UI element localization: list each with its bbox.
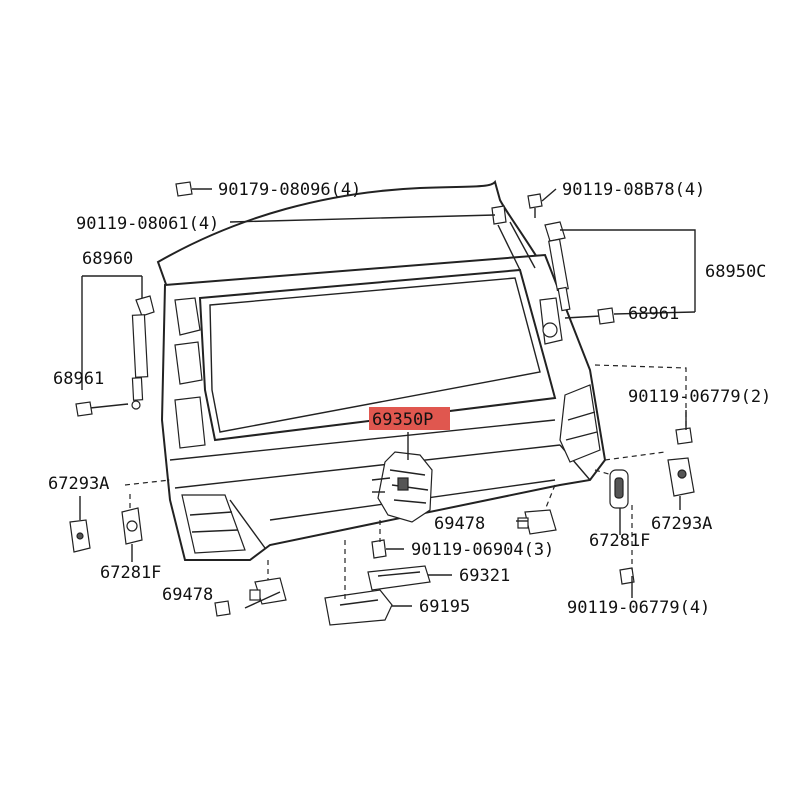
label-90119-08061: 90119-08061(4) [76, 214, 219, 234]
label-67281f-left: 67281F [100, 563, 161, 583]
label-69321: 69321 [459, 566, 510, 586]
label-69350p: 69350P [372, 410, 433, 430]
label-90119-08b78: 90119-08B78(4) [562, 180, 705, 200]
label-90179-08096: 90179-08096(4) [218, 180, 361, 200]
label-67293a-right: 67293A [651, 514, 712, 534]
right-strut-68950c [544, 221, 615, 325]
dashed-reference-lines [124, 364, 687, 600]
label-90119-06779-4: 90119-06779(4) [567, 598, 710, 618]
label-90119-06904: 90119-06904(3) [411, 540, 554, 560]
left-stop-67293a [69, 519, 91, 553]
label-68950c: 68950C [705, 262, 766, 282]
label-68961-left: 68961 [53, 369, 104, 389]
label-69478-left: 69478 [162, 585, 213, 605]
label-69478-right: 69478 [434, 514, 485, 534]
leader-lines [79, 188, 696, 609]
left-hinge-69478 [249, 577, 287, 605]
label-90119-06779-2: 90119-06779(2) [628, 387, 771, 407]
highlighted-part-69350p: 69350P [369, 407, 450, 430]
label-67281f-right: 67281F [589, 531, 650, 551]
label-69195: 69195 [419, 597, 470, 617]
handle-69321 [367, 565, 431, 591]
right-hinge-69478 [517, 509, 557, 535]
label-67293a-left: 67293A [48, 474, 109, 494]
label-68961-right: 68961 [628, 304, 679, 324]
lock-assembly-69350p [371, 451, 433, 523]
left-strut-68960 [75, 295, 155, 417]
right-cushion-67281f [609, 469, 629, 509]
left-cushion-67281f [121, 507, 143, 545]
label-68960: 68960 [82, 249, 133, 269]
fasteners [175, 181, 693, 617]
right-stop-67293a [667, 457, 695, 497]
bracket-69195 [324, 589, 393, 626]
